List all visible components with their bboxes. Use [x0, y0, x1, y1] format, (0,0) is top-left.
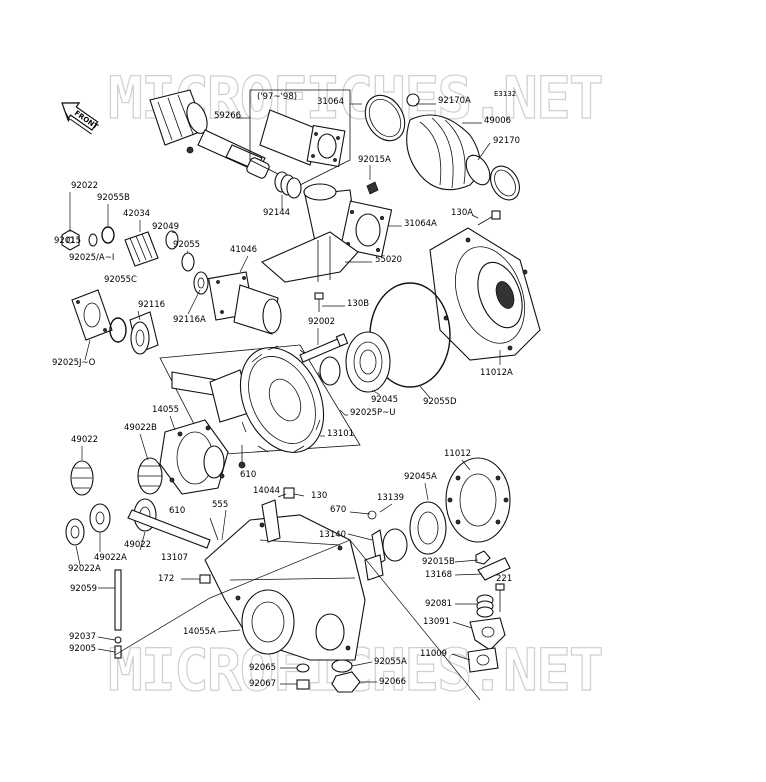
part-label-p13091: 13091 [423, 617, 450, 627]
shim-plate-92025J [71, 289, 159, 355]
part-label-p14055: 14055 [152, 405, 179, 415]
part-label-p92022A: 92022A [68, 564, 101, 574]
part-label-p92055D: 92055D [423, 397, 457, 407]
part-label-p92049: 92049 [152, 222, 179, 232]
part-label-p14055A: 14055A [183, 627, 216, 637]
lever-13168 [475, 550, 511, 612]
front-arrow-icon [61, 102, 99, 135]
part-label-p610b: 610 [169, 506, 185, 516]
drive-shaft-assembly [149, 89, 270, 179]
leader-lines [69, 103, 501, 701]
part-label-p31064: 31064 [317, 97, 344, 107]
part-label-p31064A: 31064A [404, 219, 437, 229]
drain-plugs [296, 659, 361, 693]
part-label-p92025Ai: 92025/A~I [69, 253, 114, 263]
spring-92144 [274, 171, 302, 199]
part-label-p49022a: 49022 [71, 435, 98, 445]
part-label-p11012: 11012 [444, 449, 471, 459]
part-label-p555: 555 [212, 500, 228, 510]
part-label-p130A: 130A [451, 208, 473, 218]
part-label-p92116A: 92116A [173, 315, 206, 325]
model-year-note: ('97~'98) [257, 92, 297, 102]
part-label-p92144: 92144 [263, 208, 290, 218]
cover-11012A [429, 227, 541, 361]
housing-41046 [208, 271, 282, 335]
part-label-p13107: 13107 [161, 553, 188, 563]
part-label-p14044: 14044 [253, 486, 280, 496]
side-gears-49022 [65, 457, 219, 549]
holder-13091 [469, 617, 506, 651]
part-label-p13140: 13140 [319, 530, 346, 540]
flange-11012 [445, 457, 511, 543]
part-label-p11009: 11009 [420, 649, 447, 659]
part-label-p49022b: 49022 [124, 540, 151, 550]
part-label-p670: 670 [330, 505, 346, 515]
part-label-p92002: 92002 [308, 317, 335, 327]
part-label-p92055B: 92055B [97, 193, 130, 203]
bolt-92002 [299, 333, 349, 363]
part-label-p92081: 92081 [425, 599, 452, 609]
part-label-p49022A: 49022A [94, 553, 127, 563]
diagram-code: E3132 [494, 90, 516, 98]
part-label-p92015: 92015 [54, 236, 81, 246]
part-label-p92116: 92116 [138, 300, 165, 310]
part-label-p92025Pu: 92025P~U [350, 408, 396, 418]
part-label-p92045A: 92045A [404, 472, 437, 482]
spring-92081 [476, 594, 494, 618]
part-label-p92065: 92065 [249, 663, 276, 673]
main-case-14055A [199, 487, 366, 661]
part-label-p92067: 92067 [249, 679, 276, 689]
part-label-p92055: 92055 [173, 240, 200, 250]
part-label-p92037: 92037 [69, 632, 96, 642]
part-label-p130: 130 [311, 491, 327, 501]
bearing-92045 [319, 331, 391, 393]
part-label-p42034: 42034 [123, 209, 150, 219]
part-label-p172: 172 [158, 574, 174, 584]
part-label-p92170A: 92170A [438, 96, 471, 106]
part-label-p41046: 41046 [230, 245, 257, 255]
pinion-assembly [61, 226, 209, 295]
part-label-p49006: 49006 [484, 116, 511, 126]
bolt-130B [314, 292, 324, 312]
part-label-p92025Jo: 92025J~O [52, 358, 96, 368]
part-label-p221: 221 [496, 574, 512, 584]
bearing-92045A [382, 501, 447, 562]
ring-gear-13101 [159, 344, 361, 456]
part-label-p130B: 130B [347, 299, 369, 309]
part-label-p92022: 92022 [71, 181, 98, 191]
part-number-labels: 31064 59266 92170A 49006 92170 92015A 92144 310… [52, 96, 520, 689]
part-label-p13168: 13168 [425, 570, 452, 580]
part-label-p49022B: 49022B [124, 423, 157, 433]
differential-case-14055 [159, 419, 246, 495]
part-label-p92015B: 92015B [422, 557, 455, 567]
part-label-p13101: 13101 [327, 429, 354, 439]
part-label-p13139: 13139 [377, 493, 404, 503]
part-label-p92005: 92005 [69, 644, 96, 654]
part-label-p92045: 92045 [371, 395, 398, 405]
part-label-p59266: 59266 [214, 111, 241, 121]
shaft-13140 [364, 510, 386, 581]
part-label-p92066: 92066 [379, 677, 406, 687]
part-label-p55020: 55020 [375, 255, 402, 265]
model-year-box: ('97~'98) [249, 89, 351, 186]
part-label-p92055A: 92055A [374, 657, 407, 667]
part-label-p610a: 610 [240, 470, 256, 480]
part-label-p92170: 92170 [493, 136, 520, 146]
gasket-11009 [467, 647, 499, 673]
part-label-p92015A: 92015A [358, 155, 391, 165]
part-label-p92055C: 92055C [104, 275, 137, 285]
part-label-p11012A: 11012A [480, 368, 513, 378]
bolt-130A [477, 210, 501, 226]
part-label-p92059: 92059 [70, 584, 97, 594]
boot-49006 [364, 93, 520, 201]
